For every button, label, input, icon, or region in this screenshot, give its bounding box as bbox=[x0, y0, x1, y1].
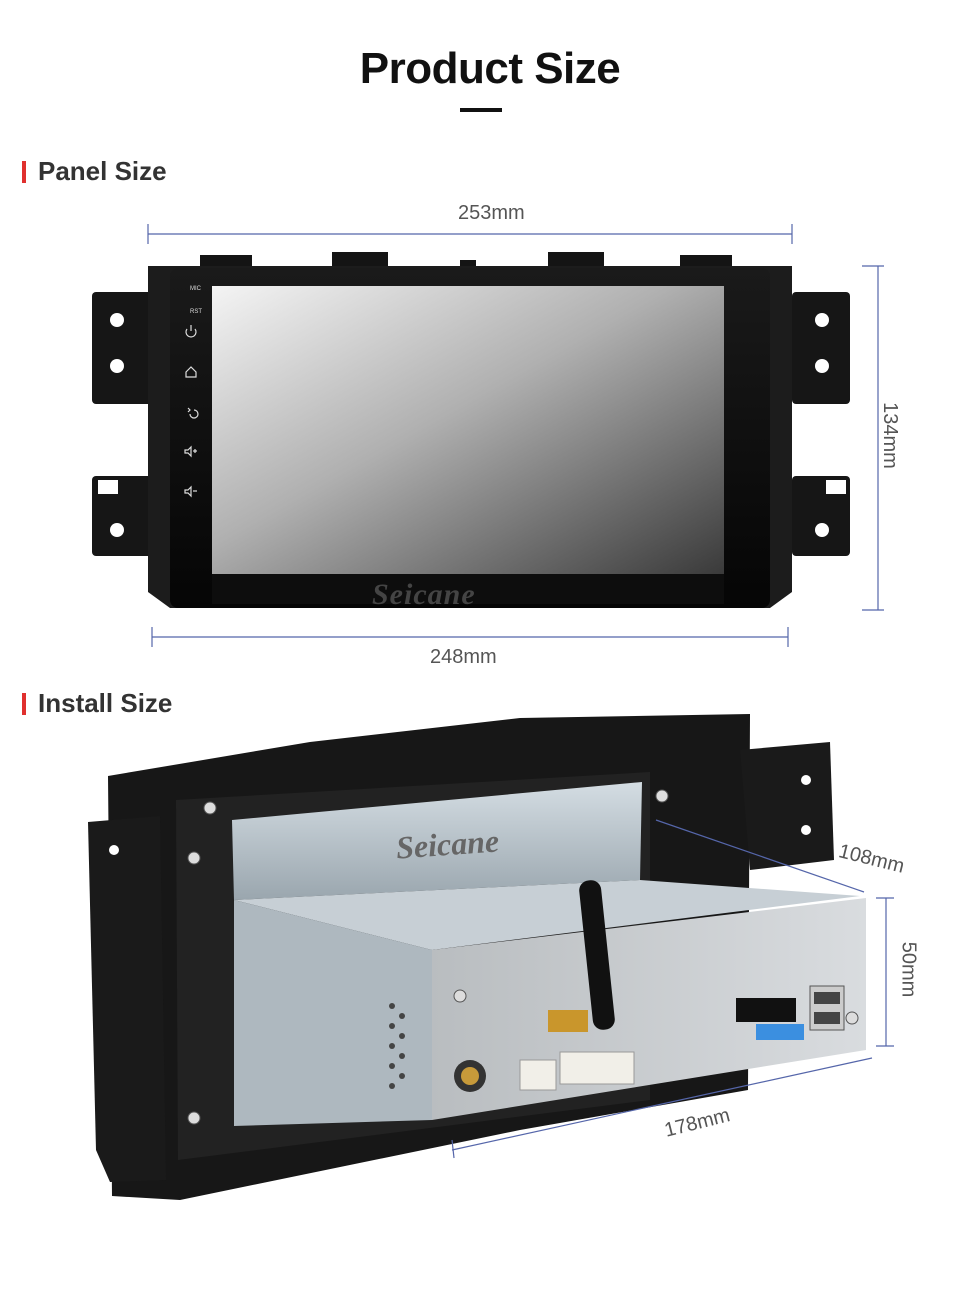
page-title: Product Size bbox=[359, 44, 621, 93]
dim-label-248: 248mm bbox=[430, 646, 497, 668]
volume-up-icon bbox=[184, 445, 197, 458]
section-accent-bar bbox=[22, 160, 26, 183]
section-panel-size: Panel Size bbox=[22, 156, 167, 187]
section-install-size: Install Size bbox=[22, 688, 172, 719]
screen bbox=[212, 286, 724, 574]
section-panel-label: Panel Size bbox=[38, 156, 167, 186]
volume-down-icon bbox=[184, 485, 197, 498]
install-illustration bbox=[88, 714, 866, 1200]
side-buttons: MIC RST bbox=[190, 286, 202, 315]
back-icon bbox=[187, 407, 199, 419]
dim-label-253: 253mm bbox=[458, 202, 525, 224]
power-icon bbox=[185, 325, 197, 338]
brand-logo-front: Seicane bbox=[372, 578, 476, 611]
dimension-line-108 bbox=[655, 819, 865, 893]
dim-label-134: 134mm bbox=[878, 402, 901, 469]
dimension-line-178 bbox=[451, 1057, 873, 1159]
title-underline bbox=[460, 108, 502, 112]
dimension-line-253 bbox=[147, 224, 793, 244]
dimension-line-248 bbox=[151, 627, 789, 647]
dim-label-50: 50mm bbox=[897, 941, 920, 998]
section-install-label: Install Size bbox=[38, 688, 173, 718]
left-bracket bbox=[92, 292, 152, 556]
rst-label: RST bbox=[190, 309, 202, 315]
home-icon bbox=[185, 366, 197, 378]
brand-logo-chassis: Seicane bbox=[394, 822, 501, 866]
dimension-line-50 bbox=[876, 897, 894, 1047]
top-clips bbox=[200, 252, 732, 268]
dimension-line-134 bbox=[862, 265, 884, 611]
right-bracket bbox=[792, 292, 850, 556]
section-accent-bar bbox=[22, 692, 26, 715]
mic-label: MIC bbox=[190, 286, 202, 292]
